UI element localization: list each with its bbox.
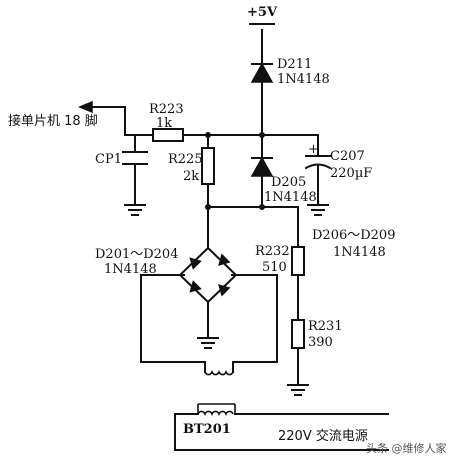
d211-ref: D211 [277, 57, 312, 72]
bridge-diode-symbol [189, 280, 202, 293]
watermark: 头条 @维修人家 [366, 441, 447, 455]
junctions [205, 132, 265, 210]
r225-ref: R225 [168, 152, 203, 167]
capacitor-c207 [304, 155, 332, 170]
resistor-r231 [291, 319, 305, 349]
output-label: 接单片机 18 脚 [8, 113, 98, 129]
transformer-ref: BT201 [183, 422, 231, 437]
bridge-diode-symbol [218, 253, 231, 266]
bridge-ref: D201～D204 [95, 247, 178, 262]
transformer-primary-coil [197, 410, 234, 416]
resistor-r232 [291, 246, 305, 276]
transformer-bt201 [197, 370, 236, 416]
junction-node [205, 204, 211, 210]
bridge-outline [178, 246, 238, 304]
r232-ref: R232 [255, 244, 290, 259]
diode-d211-symbol [250, 62, 274, 83]
r231-ref: R231 [308, 319, 343, 334]
resistor-r225 [201, 147, 215, 185]
diode-d211 [250, 62, 274, 83]
source-label: 220V 交流电源 [278, 428, 368, 444]
d206-ref: D206～D209 [312, 228, 395, 243]
supply-label: +5V [247, 5, 278, 20]
junction-node [259, 204, 265, 210]
bridge-diode-symbol [189, 257, 202, 270]
d211-value: 1N4148 [277, 72, 330, 87]
bridge-diode-symbol [218, 284, 231, 297]
output-arrow-icon [78, 100, 93, 114]
r225-value: 2k [183, 169, 199, 184]
cp1-ref: CP1 [95, 152, 122, 167]
c207-ref: C207 [330, 149, 365, 164]
r232-value: 510 [262, 260, 287, 275]
d205-value: 1N4148 [264, 190, 317, 205]
capacitor-cp1 [122, 151, 148, 165]
ground-r231-icon [287, 384, 309, 396]
diode-d205-symbol [250, 156, 274, 177]
r223-value: 1k [156, 116, 172, 131]
transformer-secondary-coil [204, 370, 234, 376]
bridge-value: 1N4148 [104, 262, 157, 277]
ground-c207-icon [307, 204, 329, 216]
capacitor-c207-curved-plate [304, 163, 332, 170]
wires [87, 23, 389, 451]
junction-node [259, 132, 265, 138]
bridge-rectifier [178, 246, 238, 304]
resistor-r223 [152, 128, 184, 142]
r223-ref: R223 [149, 102, 184, 117]
junction-node [205, 132, 211, 138]
c207-polarity: + [308, 142, 319, 157]
ground-cp1-icon [124, 204, 146, 216]
ground-bridge-icon [197, 337, 219, 349]
d205-ref: D205 [271, 175, 306, 190]
r231-value: 390 [308, 335, 333, 350]
d206-value: 1N4148 [333, 245, 386, 260]
c207-value: 220µF [330, 166, 372, 181]
diode-d205 [250, 156, 274, 177]
